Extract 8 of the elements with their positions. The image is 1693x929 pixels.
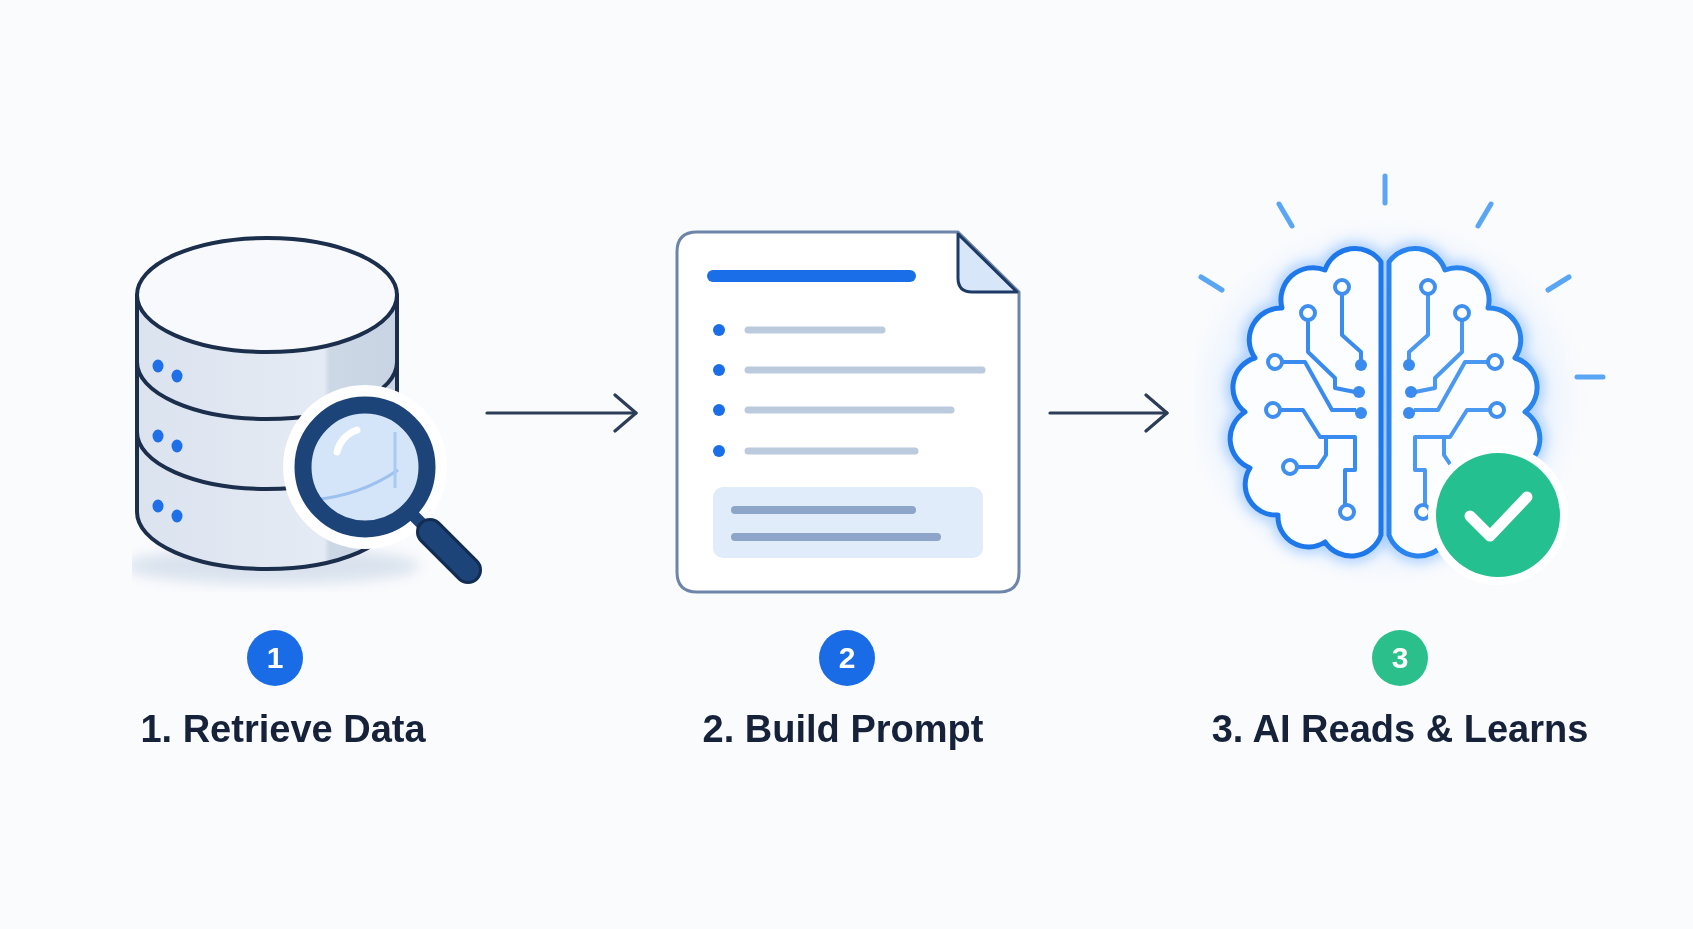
step-number: 3 bbox=[1372, 630, 1428, 686]
arrow bbox=[485, 393, 638, 433]
arrow bbox=[1048, 393, 1169, 433]
step-number: 2 bbox=[819, 630, 875, 686]
step-label: 3. AI Reads & Learns bbox=[1211, 707, 1589, 752]
step-number: 1 bbox=[247, 630, 303, 686]
step-label: 2. Build Prompt bbox=[702, 707, 984, 752]
step-label: 1. Retrieve Data bbox=[140, 707, 426, 752]
